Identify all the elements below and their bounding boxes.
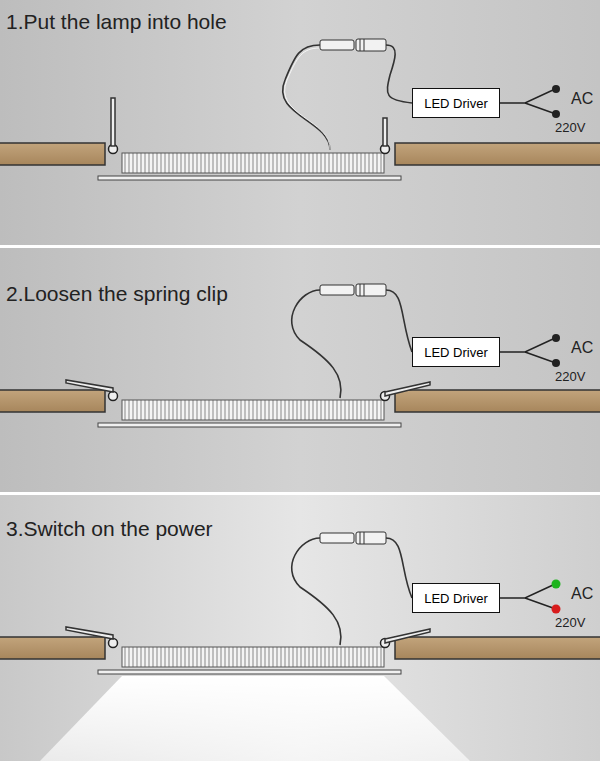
driver-label: LED Driver <box>424 345 488 360</box>
wire-connector <box>320 284 386 296</box>
driver-box: LED Driver <box>412 337 500 367</box>
voltage-label: 220V <box>555 121 585 135</box>
spring-clip <box>66 98 430 643</box>
wire <box>283 45 412 150</box>
driver-box: LED Driver <box>412 583 500 613</box>
driver-label: LED Driver <box>424 96 488 111</box>
step-heading: 2.Loosen the spring clip <box>6 282 228 305</box>
wire <box>292 290 412 398</box>
wire <box>292 538 412 645</box>
wire-connector <box>320 39 386 51</box>
light-beam <box>40 676 470 761</box>
voltage-label: AC <box>571 585 593 603</box>
lamp-in-ceiling <box>0 390 600 427</box>
voltage-label: 220V <box>555 370 585 384</box>
ac-lead <box>500 90 553 608</box>
ac-terminal <box>552 85 561 614</box>
voltage-label: 220V <box>555 616 585 630</box>
lamp-in-ceiling <box>0 143 600 180</box>
step-heading: 3.Switch on the power <box>6 517 213 540</box>
wire-connector <box>320 532 386 544</box>
driver-box: LED Driver <box>412 88 500 118</box>
panel-ground <box>0 0 600 245</box>
step-heading: 1.Put the lamp into hole <box>6 10 227 33</box>
voltage-label: AC <box>571 90 593 108</box>
driver-label: LED Driver <box>424 591 488 606</box>
lamp-in-ceiling <box>0 637 600 674</box>
panel-ground <box>0 248 600 492</box>
voltage-label: AC <box>571 339 593 357</box>
panel-ground <box>0 495 600 761</box>
